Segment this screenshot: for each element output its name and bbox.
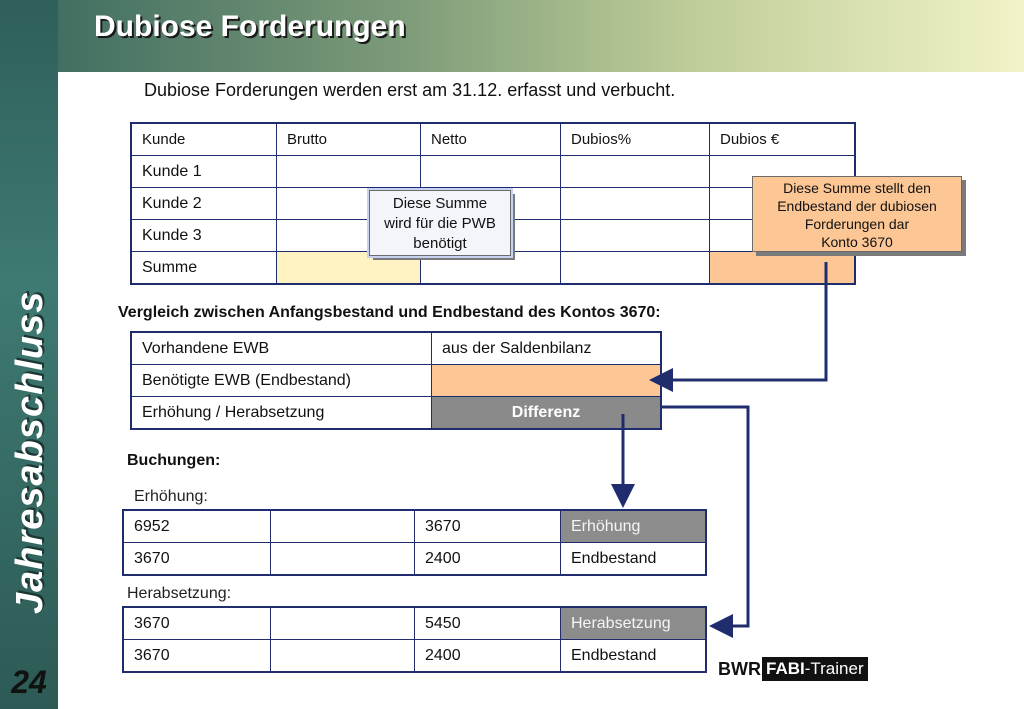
cell-empty — [560, 251, 710, 284]
cell-empty — [270, 639, 415, 672]
header-kunde: Kunde — [131, 123, 277, 156]
cell-label: Erhöhung / Herabsetzung — [131, 396, 432, 429]
increase-booking-table: 6952 3670 Erhöhung 3670 2400 Endbestand — [122, 509, 707, 576]
cell-label: Benötigte EWB (Endbestand) — [131, 364, 432, 397]
table-row: 3670 2400 Endbestand — [123, 639, 706, 672]
callout-end-line3: Forderungen dar — [804, 216, 910, 232]
table-row: Erhöhung / Herabsetzung Differenz — [131, 396, 661, 429]
table-row-summe: Summe — [131, 251, 855, 284]
logo-fabi: FABI — [766, 659, 805, 678]
callout-endbestand: Diese Summe stellt den Endbestand der du… — [752, 176, 962, 252]
cell-sum-dubios — [709, 251, 855, 284]
cell-note: Endbestand — [560, 542, 706, 575]
cell-note-highlight: Herabsetzung — [560, 607, 706, 640]
cell-debit: 3670 — [123, 542, 271, 575]
header-bar — [58, 0, 1024, 72]
callout-end-line1: Diese Summe stellt den — [783, 180, 931, 196]
decrease-booking-table: 3670 5450 Herabsetzung 3670 2400 Endbest… — [122, 606, 707, 673]
logo-box: FABI-Trainer — [762, 657, 868, 681]
header-dubios-euro: Dubios € — [709, 123, 855, 156]
logo-trainer: -Trainer — [804, 659, 864, 678]
page-number: 24 — [11, 664, 47, 700]
comparison-title: Vergleich zwischen Anfangsbestand und En… — [118, 304, 661, 321]
cell-empty — [560, 219, 710, 252]
comparison-table: Vorhandene EWB aus der Saldenbilanz Benö… — [130, 331, 662, 430]
table-row: Benötigte EWB (Endbestand) — [131, 364, 661, 397]
table-row: Kunde 1 — [131, 155, 855, 188]
cell-credit: 2400 — [414, 542, 561, 575]
cell-kunde: Kunde 1 — [131, 155, 277, 188]
cell-debit: 3670 — [123, 607, 271, 640]
cell-kunde: Kunde 3 — [131, 219, 277, 252]
sidebar-vertical-title: Jahresabschluss — [9, 290, 51, 614]
cell-empty — [560, 187, 710, 220]
header-dubios-percent: Dubios% — [560, 123, 710, 156]
cell-empty — [560, 155, 710, 188]
callout-pwb-line1: Diese Summe — [392, 195, 488, 212]
callout-end-line2: Endbestand der dubiosen — [777, 198, 937, 214]
cell-empty — [420, 155, 561, 188]
cell-summe: Summe — [131, 251, 277, 284]
cell-note: Endbestand — [560, 639, 706, 672]
cell-empty — [420, 251, 561, 284]
cell-credit: 2400 — [414, 639, 561, 672]
callout-end-line4: Konto 3670 — [821, 234, 893, 250]
sidebar: Jahresabschluss — [0, 0, 58, 709]
table-row: 6952 3670 Erhöhung — [123, 510, 706, 543]
callout-pwb-line3: benötigt — [413, 235, 467, 252]
table-row: 3670 5450 Herabsetzung — [123, 607, 706, 640]
cell-debit: 6952 — [123, 510, 271, 543]
cell-kunde: Kunde 2 — [131, 187, 277, 220]
cell-value-needed — [431, 364, 661, 397]
cell-empty — [276, 155, 421, 188]
cell-credit: 3670 — [414, 510, 561, 543]
callout-pwb-line2: wird für die PWB — [384, 215, 496, 232]
cell-note-highlight: Erhöhung — [560, 510, 706, 543]
bookings-title: Buchungen: — [127, 452, 221, 469]
bwr-fabi-logo: BWR FABI-Trainer — [718, 657, 868, 681]
cell-empty — [270, 607, 415, 640]
page-title: Dubiose Forderungen — [94, 10, 406, 43]
header-brutto: Brutto — [276, 123, 421, 156]
cell-credit: 5450 — [414, 607, 561, 640]
decrease-label: Herabsetzung: — [127, 585, 232, 602]
cell-differenz: Differenz — [431, 396, 661, 429]
header-netto: Netto — [420, 123, 561, 156]
table-header-row: Kunde Brutto Netto Dubios% Dubios € — [131, 123, 855, 156]
cell-label: Vorhandene EWB — [131, 332, 432, 365]
cell-empty — [270, 542, 415, 575]
cell-sum-brutto — [276, 251, 421, 284]
callout-pwb: Diese Summe wird für die PWB benötigt — [369, 190, 511, 256]
cell-value: aus der Saldenbilanz — [431, 332, 661, 365]
increase-label: Erhöhung: — [134, 488, 208, 505]
cell-empty — [270, 510, 415, 543]
table-row: 3670 2400 Endbestand — [123, 542, 706, 575]
table-row: Vorhandene EWB aus der Saldenbilanz — [131, 332, 661, 365]
intro-text: Dubiose Forderungen werden erst am 31.12… — [144, 80, 676, 100]
logo-bwr: BWR — [718, 658, 761, 679]
cell-debit: 3670 — [123, 639, 271, 672]
